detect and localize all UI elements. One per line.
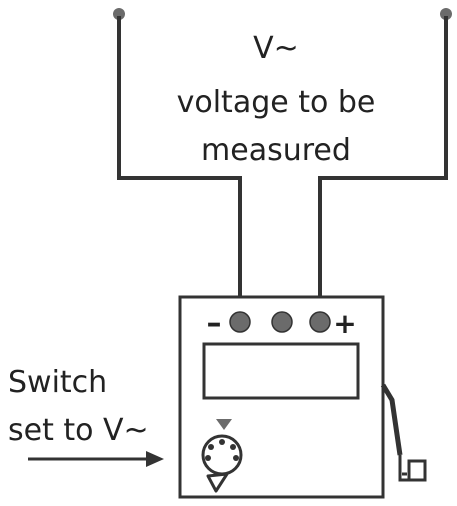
plus-sign: + xyxy=(333,307,356,340)
right-probe-tip xyxy=(440,8,452,20)
label-setting-line: set to V~ xyxy=(8,413,149,448)
plus-lead-wire xyxy=(318,16,448,318)
common-terminal xyxy=(271,311,293,333)
left-probe-tip xyxy=(113,8,125,20)
minus-sign: – xyxy=(207,306,222,341)
side-clip-icon xyxy=(380,383,427,482)
minus-lead-wire xyxy=(117,16,242,318)
minus-terminal xyxy=(229,311,251,333)
label-measured-line: measured xyxy=(201,133,351,168)
label-switch-line: Switch xyxy=(8,365,107,400)
label-voltage-line: voltage to be xyxy=(177,85,376,120)
meter-display xyxy=(202,342,360,400)
label-voltage-symbol: V~ xyxy=(253,31,299,66)
rotary-switch-icon xyxy=(201,434,243,493)
plus-terminal xyxy=(309,311,331,333)
dial-pointer-icon xyxy=(216,419,232,430)
arrow-right-icon xyxy=(28,451,164,467)
